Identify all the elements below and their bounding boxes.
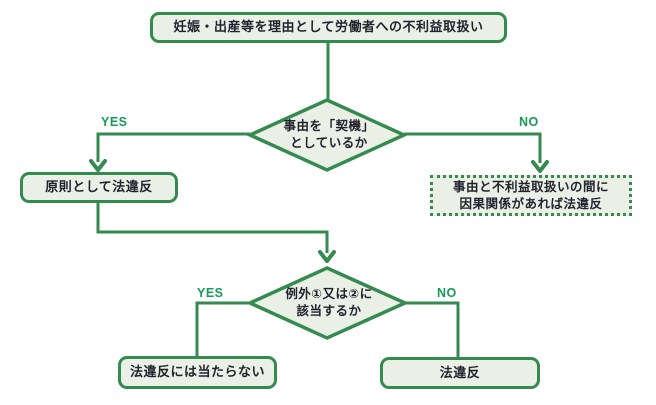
no-violation-node: 法違反には当たらない	[118, 356, 277, 389]
connector-decision1-yes	[96, 132, 250, 162]
violation-label: 法違反	[439, 364, 481, 380]
decision2-no-label: NO	[437, 286, 457, 300]
connector-decision2-yes	[195, 301, 250, 357]
causal-relation-label: 事由と不利益取扱いの間に 因果関係があれば法違反	[453, 179, 609, 212]
decision1-yes-label: YES	[101, 115, 128, 129]
causal-line2: 因果関係があれば法違反	[459, 196, 603, 211]
violation-node: 法違反	[380, 357, 540, 389]
decision1-label: 事由を「契機」 としているか	[283, 118, 374, 152]
arrowhead-to-causal	[531, 160, 549, 173]
principle-violation-node: 原則として法違反	[20, 172, 178, 203]
causal-line1: 事由と不利益取扱いの間に	[452, 180, 609, 195]
decision1-line2: としているか	[290, 136, 368, 150]
causal-relation-node: 事由と不利益取扱いの間に 因果関係があれば法違反	[430, 175, 632, 216]
decision2-line1: 例外①又は②に	[285, 287, 373, 302]
arrowhead-to-decision2	[318, 250, 336, 263]
connector-decision1-no	[404, 132, 542, 163]
no-violation-label: 法違反には当たらない	[129, 364, 265, 380]
start-node: 妊娠・出産等を理由として労働者への不利益取扱い	[150, 12, 507, 43]
decision1-no-label: NO	[519, 115, 539, 129]
decision2-line2: 該当するか	[296, 304, 362, 318]
principle-violation-label: 原則として法違反	[45, 179, 153, 195]
start-node-label: 妊娠・出産等を理由として労働者への不利益取扱い	[173, 19, 484, 35]
decision1-diamond	[245, 98, 409, 172]
decision2-diamond	[245, 266, 410, 340]
decision1-line1: 事由を「契機」	[283, 119, 375, 134]
connector-decision2-no	[405, 301, 460, 358]
connector-principle-to-decision2	[96, 202, 329, 253]
arrowhead-to-principle	[89, 159, 107, 172]
decision2-yes-label: YES	[197, 286, 224, 300]
decision2-label: 例外①又は②に 該当するか	[285, 286, 372, 320]
